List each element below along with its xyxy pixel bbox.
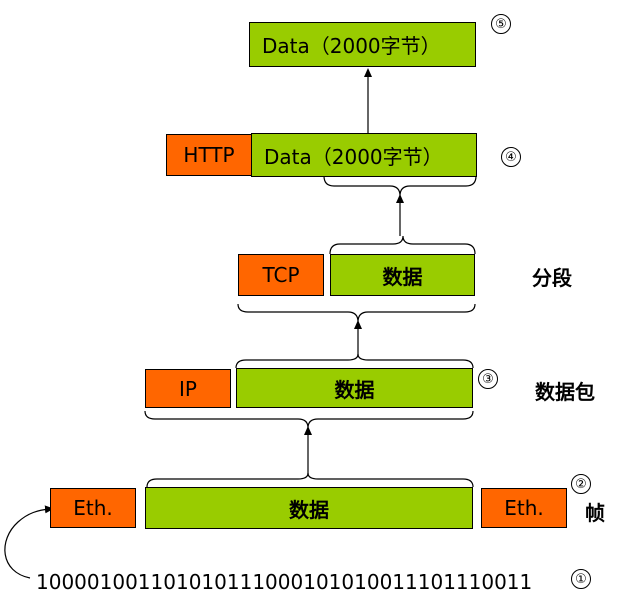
level2-data-label: 数据 bbox=[334, 377, 375, 402]
level5-data-box: Data（2000字节） bbox=[249, 22, 476, 67]
level4-data-box: Data（2000字节） bbox=[251, 133, 477, 177]
level1-trailer-box: Eth. bbox=[481, 488, 567, 528]
level3-data-box: 数据 bbox=[330, 254, 475, 296]
level3-header-box: TCP bbox=[238, 254, 324, 296]
level5-data-label: Data（2000字节） bbox=[262, 34, 441, 58]
level4-header-label: HTTP bbox=[183, 143, 235, 167]
level2-marker: ③ bbox=[478, 369, 498, 389]
level1-marker: ② bbox=[571, 474, 591, 494]
level2-side-label: 数据包 bbox=[535, 380, 595, 404]
brace-level1-top bbox=[146, 472, 474, 488]
level5-marker: ⑤ bbox=[491, 14, 511, 34]
level3-side-label: 分段 bbox=[532, 266, 572, 290]
level1-side-label: 帧 bbox=[585, 501, 605, 525]
level0-marker: ① bbox=[571, 569, 591, 589]
brace-level2-top bbox=[235, 353, 474, 369]
brace-level2-bottom bbox=[144, 410, 474, 429]
brace-level3-bottom bbox=[237, 303, 476, 323]
level4-data-label: Data（2000字节） bbox=[264, 144, 443, 169]
brace-level4 bbox=[323, 175, 477, 197]
curved-arrow-bits-to-frame bbox=[4, 505, 54, 579]
brace-level3-top bbox=[329, 235, 476, 255]
level1-header-box: Eth. bbox=[50, 488, 136, 528]
raw-bits-text: 100001001101010111000101010011101110011 bbox=[36, 570, 533, 594]
level1-data-box: 数据 bbox=[145, 487, 473, 529]
level2-data-box: 数据 bbox=[236, 368, 473, 408]
level1-data-label: 数据 bbox=[289, 497, 329, 522]
level3-data-label: 数据 bbox=[382, 264, 423, 289]
level1-trailer-label: Eth. bbox=[504, 496, 544, 520]
level3-header-label: TCP bbox=[262, 263, 300, 287]
level4-marker: ④ bbox=[501, 147, 521, 167]
level2-header-label: IP bbox=[179, 376, 197, 401]
level2-header-box: IP bbox=[145, 369, 231, 408]
level4-header-box: HTTP bbox=[166, 134, 252, 176]
level1-header-label: Eth. bbox=[73, 496, 113, 520]
